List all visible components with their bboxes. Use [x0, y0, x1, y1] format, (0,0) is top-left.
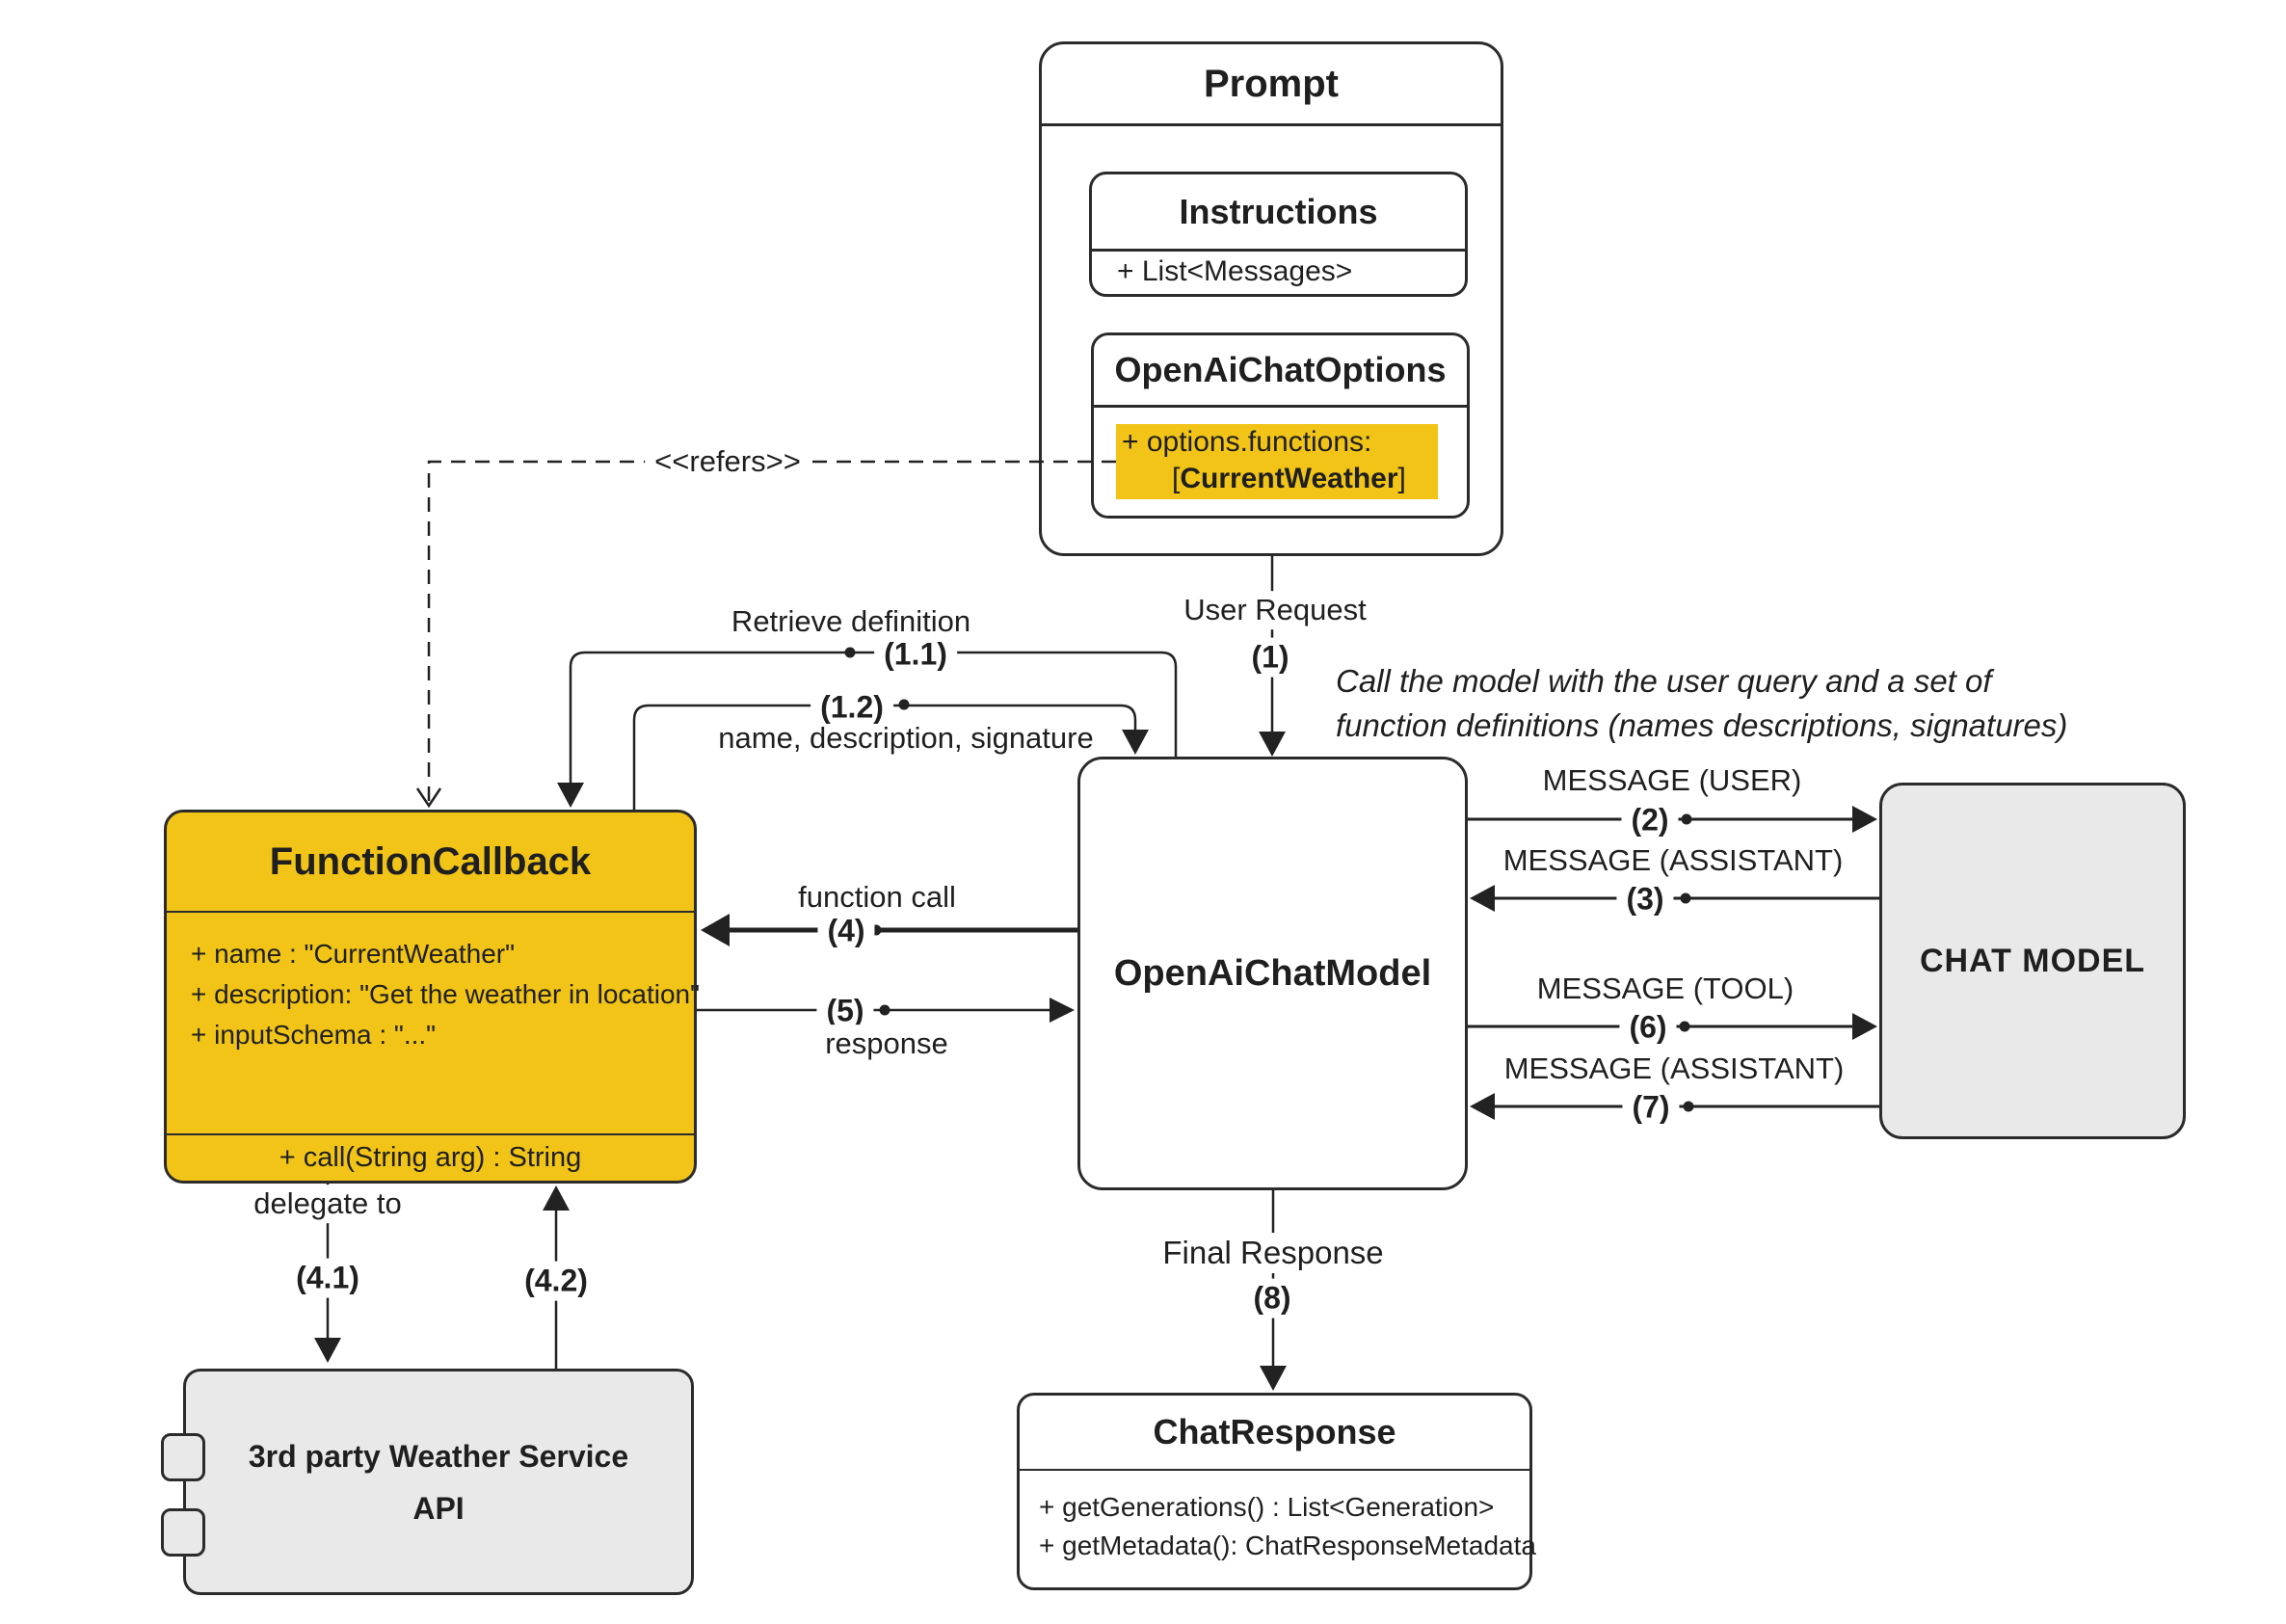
step-2-label: (2) [1621, 800, 1679, 840]
annotation-line2: function definitions (names descriptions… [1336, 707, 2068, 743]
instructions-box: Instructions + List<Messages> [1089, 172, 1468, 297]
current-weather-value: CurrentWeather [1180, 463, 1398, 494]
openai-chat-options-box: OpenAiChatOptions + options.functions: [… [1091, 333, 1470, 519]
response-label: response [815, 1025, 958, 1063]
chat-response-box: ChatResponse + getGenerations() : List<G… [1017, 1393, 1536, 1590]
bracket-open: [ [1172, 463, 1181, 494]
delegate-to-label: delegate to [244, 1185, 412, 1223]
weather-api-box: 3rd party Weather Service API [183, 1369, 694, 1595]
component-port-bottom [161, 1508, 205, 1557]
function-callback-title: FunctionCallback [167, 812, 694, 913]
step-4-label: (4) [817, 911, 875, 951]
step-7-label: (7) [1622, 1087, 1680, 1128]
function-call-label: function call [788, 878, 966, 917]
fc-attr-description: + description: "Get the weather in locat… [191, 979, 701, 1009]
options-functions-value: [CurrentWeather] [1172, 463, 1406, 495]
openai-chat-model-title: OpenAiChatModel [1113, 952, 1432, 994]
openai-chat-model-box: OpenAiChatModel [1077, 757, 1468, 1190]
options-functions-highlight: + options.functions: [CurrentWeather] [1116, 424, 1438, 499]
message-user-label: MESSAGE (USER) [1532, 761, 1812, 800]
chat-model-title: CHAT MODEL [1919, 942, 2146, 979]
bracket-close: ] [1397, 463, 1406, 494]
chat-model-box: CHAT MODEL [1879, 783, 2186, 1139]
step-3-label: (3) [1616, 879, 1674, 919]
fc-attr-name: + name : "CurrentWeather" [191, 939, 516, 969]
prompt-title: Prompt [1042, 44, 1501, 126]
user-request-label: User Request [1174, 591, 1376, 629]
message-tool-label: MESSAGE (TOOL) [1527, 970, 1804, 1008]
message-assistant-3-label: MESSAGE (ASSISTANT) [1493, 841, 1853, 880]
chat-response-title: ChatResponse [1020, 1396, 1529, 1471]
options-functions-label: + options.functions: [1122, 426, 1372, 458]
openai-chat-options-title: OpenAiChatOptions [1094, 335, 1467, 408]
step-8-label: (8) [1243, 1278, 1301, 1318]
call-model-annotation: Call the model with the user query and a… [1336, 659, 2067, 748]
step-6-label: (6) [1619, 1007, 1677, 1048]
step-1-label: (1) [1241, 637, 1299, 678]
refers-label: <<refers>> [645, 442, 811, 481]
weather-api-title-line2: API [412, 1490, 465, 1526]
annotation-line1: Call the model with the user query and a… [1336, 663, 1992, 699]
fc-attr-input-schema: + inputSchema : "..." [191, 1020, 437, 1050]
instructions-title: Instructions [1092, 174, 1465, 252]
cr-attr-get-generations: + getGenerations() : List<Generation> [1039, 1492, 1495, 1522]
instructions-attribute: + List<Messages> [1117, 255, 1353, 287]
cr-attr-get-metadata: + getMetadata(): ChatResponseMetadata [1039, 1531, 1536, 1560]
step-4-2-label: (4.2) [515, 1261, 598, 1301]
weather-api-title-line1: 3rd party Weather Service [248, 1438, 629, 1474]
final-response-label: Final Response [1153, 1233, 1394, 1273]
fc-method: + call(String arg) : String [279, 1142, 582, 1173]
step-4-1-label: (4.1) [286, 1258, 369, 1298]
step-1-1-label: (1.1) [874, 634, 957, 675]
component-port-top [161, 1433, 205, 1481]
function-callback-box: FunctionCallback + name : "CurrentWeathe… [164, 810, 701, 1184]
name-description-signature-label: name, description, signature [718, 721, 1094, 756]
prompt-box: Prompt Instructions + List<Messages> Ope… [1039, 41, 1503, 556]
message-assistant-7-label: MESSAGE (ASSISTANT) [1494, 1050, 1854, 1088]
